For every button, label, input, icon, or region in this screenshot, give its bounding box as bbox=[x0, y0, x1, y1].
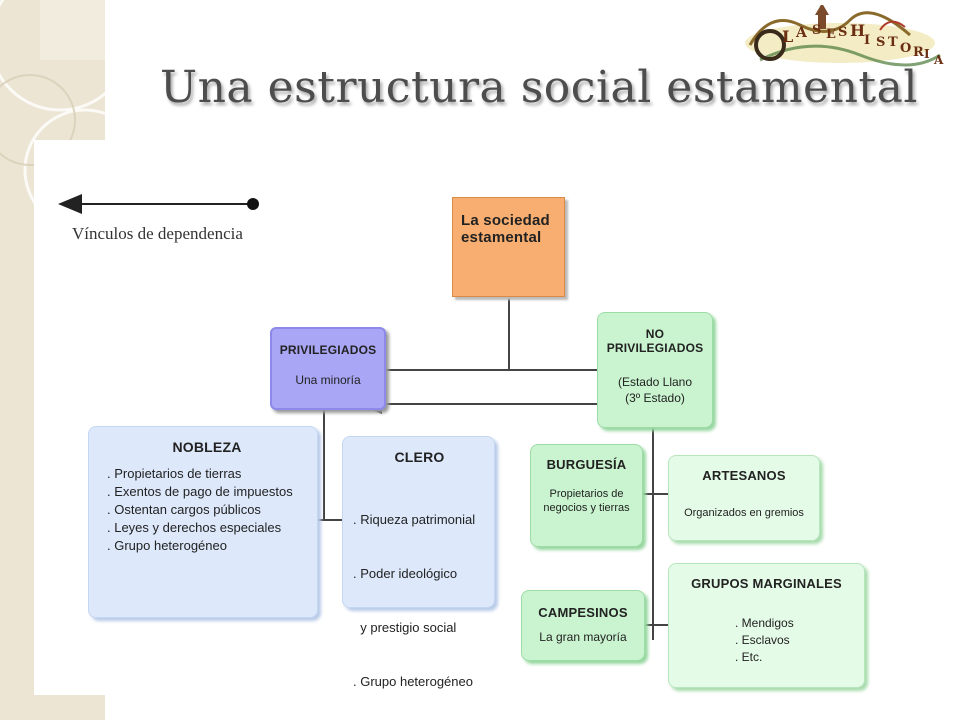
node-privileged-subtitle: Una minoría bbox=[295, 373, 361, 387]
node-non-privileged: NO PRIVILEGIADOS (Estado Llano (3º Estad… bbox=[597, 312, 713, 428]
list-item: . Riqueza patrimonial bbox=[353, 512, 476, 527]
list-item: . Grupo heterogéneo bbox=[107, 538, 227, 553]
list-item: . Propietarios de tierras bbox=[107, 466, 242, 481]
list-item: . Mendigos bbox=[735, 616, 794, 630]
node-society-title-line2: estamental bbox=[461, 229, 542, 246]
logo-letter: I bbox=[864, 33, 871, 48]
node-non-privileged-subtitle-line2: (3º Estado) bbox=[625, 391, 685, 405]
logo-letter: A bbox=[934, 53, 944, 67]
list-item: . Etc. bbox=[735, 650, 763, 664]
list-item: . Poder ideológico bbox=[353, 566, 458, 581]
node-peasants: CAMPESINOS La gran mayoría bbox=[521, 590, 645, 661]
logo-ornament bbox=[745, 3, 941, 67]
node-bourgeoisie-subtitle-line1: Propietarios de bbox=[549, 488, 624, 500]
node-marginal-groups: GRUPOS MARGINALES . Mendigos . Esclavos … bbox=[668, 563, 865, 688]
list-item: . Leyes y derechos especiales bbox=[107, 520, 282, 535]
logo-letter: S bbox=[876, 35, 886, 50]
logo-letter: E bbox=[826, 27, 836, 42]
list-item: y prestigio social bbox=[353, 620, 457, 635]
logo-letter: L bbox=[782, 27, 794, 46]
node-nobility: NOBLEZA . Propietarios de tierras . Exen… bbox=[88, 426, 318, 618]
node-bourgeoisie-title: BURGUESÍA bbox=[546, 457, 627, 472]
node-non-privileged-title-line1: NO bbox=[645, 327, 665, 341]
logo-letter: S bbox=[812, 23, 822, 38]
logo-letter: H bbox=[850, 21, 866, 40]
list-item: . Esclavos bbox=[735, 633, 790, 647]
node-society-title-line1: La sociedad bbox=[461, 212, 550, 229]
node-marginal-groups-list: . Mendigos . Esclavos . Etc. bbox=[669, 615, 864, 666]
node-privileged: PRIVILEGIADOS Una minoría bbox=[270, 327, 386, 410]
node-clergy-list: . Riqueza patrimonial . Poder ideológico… bbox=[353, 475, 486, 727]
logo-letter: I bbox=[924, 47, 930, 61]
legend-dot bbox=[247, 198, 259, 210]
node-privileged-title: PRIVILEGIADOS bbox=[279, 343, 377, 357]
logo-letter: A bbox=[796, 25, 807, 41]
node-artisans-title: ARTESANOS bbox=[702, 468, 786, 483]
node-peasants-title: CAMPESINOS bbox=[538, 605, 628, 620]
node-marginal-groups-title: GRUPOS MARGINALES bbox=[691, 576, 842, 591]
list-item: . Ostentan cargos públicos bbox=[107, 502, 261, 517]
node-clergy-title: CLERO bbox=[394, 449, 445, 465]
node-society: La sociedad estamental bbox=[452, 197, 565, 297]
legend-label: Vínculos de dependencia bbox=[72, 224, 243, 243]
list-item: . Exentos de pago de impuestos bbox=[107, 484, 293, 499]
node-nobility-title: NOBLEZA bbox=[172, 439, 242, 455]
logo-letter: T bbox=[888, 35, 898, 50]
logo-letter: S bbox=[838, 25, 848, 40]
node-non-privileged-title-line2: PRIVILEGIADOS bbox=[606, 341, 704, 355]
node-artisans-subtitle: Organizados en gremios bbox=[684, 507, 804, 519]
slide-title: Una estructura social estamental bbox=[160, 62, 918, 113]
logo-letter: O bbox=[900, 41, 912, 56]
node-clergy: CLERO . Riqueza patrimonial . Poder ideo… bbox=[342, 436, 495, 689]
node-non-privileged-subtitle-line1: (Estado Llano bbox=[617, 375, 693, 389]
node-bourgeoisie-subtitle-line2: negocios y tierras bbox=[543, 502, 630, 514]
node-artisans: ARTESANOS Organizados en gremios bbox=[668, 455, 820, 541]
node-bourgeoisie: BURGUESÍA Propietarios de negocios y tie… bbox=[530, 444, 643, 547]
list-item: . Grupo heterogéneo bbox=[353, 674, 473, 689]
node-nobility-list: . Propietarios de tierras . Exentos de p… bbox=[107, 465, 307, 555]
las-es-historia-logo: L A S E S H I S T O R I A bbox=[730, 3, 950, 73]
node-peasants-subtitle: La gran mayoría bbox=[539, 630, 627, 644]
logo-letter: R bbox=[913, 45, 924, 60]
